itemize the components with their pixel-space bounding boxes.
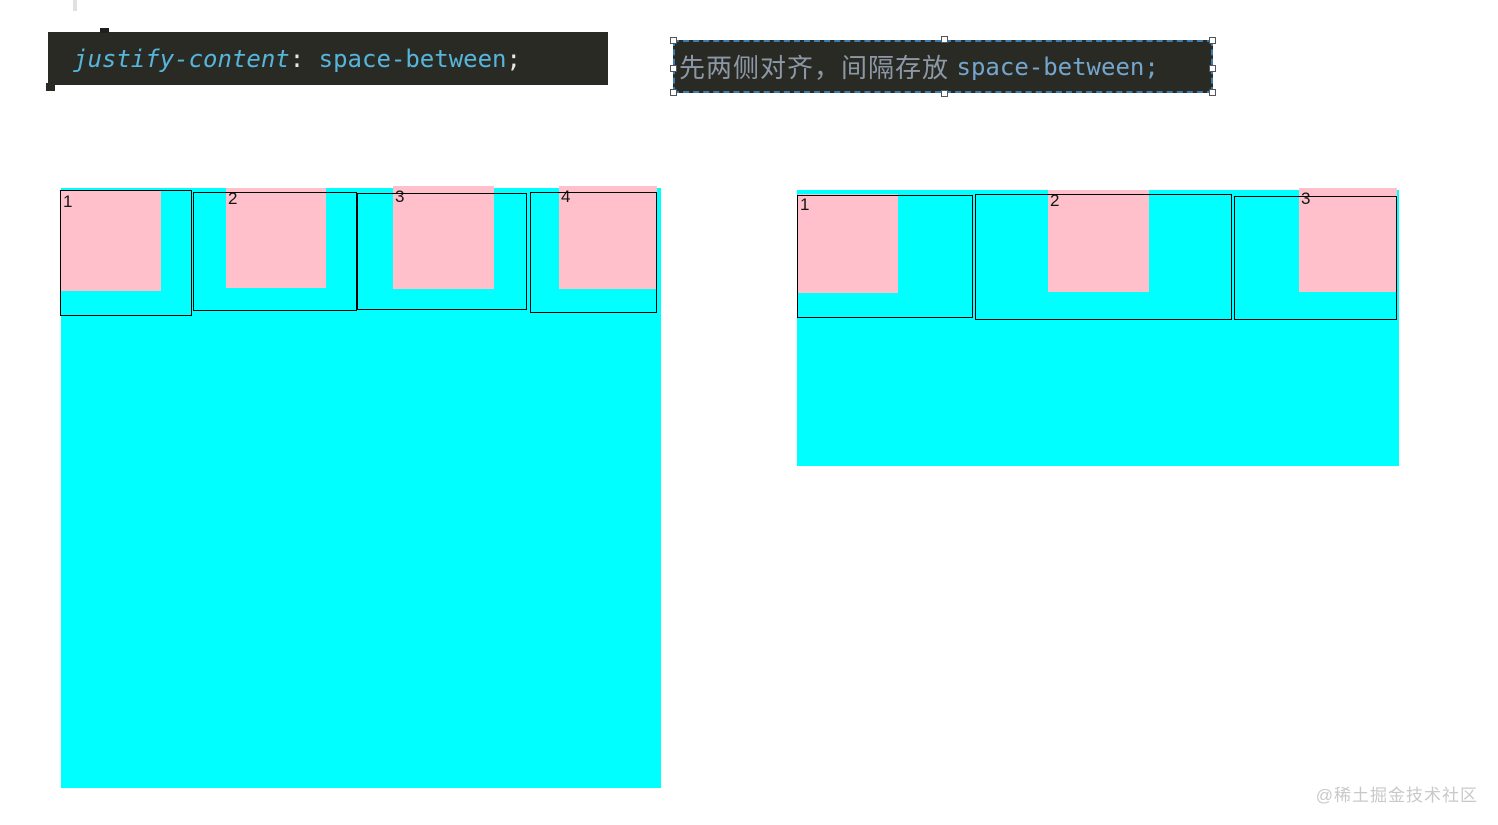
- flex-item: 1: [61, 191, 161, 291]
- flex-item: 2: [226, 188, 326, 288]
- flex-item: 4: [559, 186, 657, 289]
- item-outline: [357, 193, 527, 310]
- item-outline: [193, 192, 357, 311]
- code-block-top-artifact: [100, 28, 109, 33]
- annotation-text-code: space-between;: [956, 52, 1159, 81]
- code-property: justify-content: [73, 44, 290, 73]
- flex-container-right: 1 2 3: [797, 188, 1399, 466]
- annotation-box[interactable]: 先两侧对齐，间隔存放 space-between;: [670, 36, 1216, 97]
- item-label: 2: [1050, 191, 1060, 210]
- selection-handle-top-right[interactable]: [1209, 37, 1216, 44]
- watermark: @稀土掘金技术社区: [1315, 786, 1478, 805]
- item-outline: [1234, 196, 1397, 320]
- annotation-text-cn: 先两侧对齐，间隔存放: [679, 54, 957, 83]
- selection-handle-bottom-middle[interactable]: [941, 90, 948, 97]
- item-label: 1: [800, 195, 810, 214]
- flex-item: 1: [798, 194, 898, 293]
- selection-handle-middle-left[interactable]: [670, 65, 677, 72]
- flex-container-left: 1 2 3 4: [60, 186, 661, 788]
- selection-handle-bottom-right[interactable]: [1209, 89, 1216, 96]
- item-outline: [530, 192, 657, 313]
- flex-item: 3: [393, 186, 494, 289]
- code-block-corner-artifact: [46, 83, 55, 91]
- item-label: 3: [1301, 189, 1311, 208]
- selection-handle-top-middle[interactable]: [941, 36, 948, 43]
- item-outline: [975, 194, 1232, 320]
- code-semicolon: ;: [506, 44, 521, 73]
- item-outline: [797, 195, 973, 318]
- flex-item: 2: [1048, 190, 1149, 292]
- code-snippet: justify-content: space-between;: [48, 32, 608, 85]
- selection-handle-top-left[interactable]: [670, 37, 677, 44]
- smudge-artifact: [73, 0, 77, 11]
- code-value: space-between: [304, 44, 507, 73]
- item-label: 1: [63, 192, 73, 211]
- item-label: 3: [395, 187, 405, 206]
- selection-handle-bottom-left[interactable]: [670, 89, 677, 96]
- item-label: 4: [561, 187, 571, 206]
- item-label: 2: [228, 189, 238, 208]
- item-outline: [60, 190, 192, 316]
- flex-item: 3: [1299, 188, 1397, 292]
- code-colon: :: [289, 44, 305, 73]
- selection-handle-middle-right[interactable]: [1209, 65, 1216, 72]
